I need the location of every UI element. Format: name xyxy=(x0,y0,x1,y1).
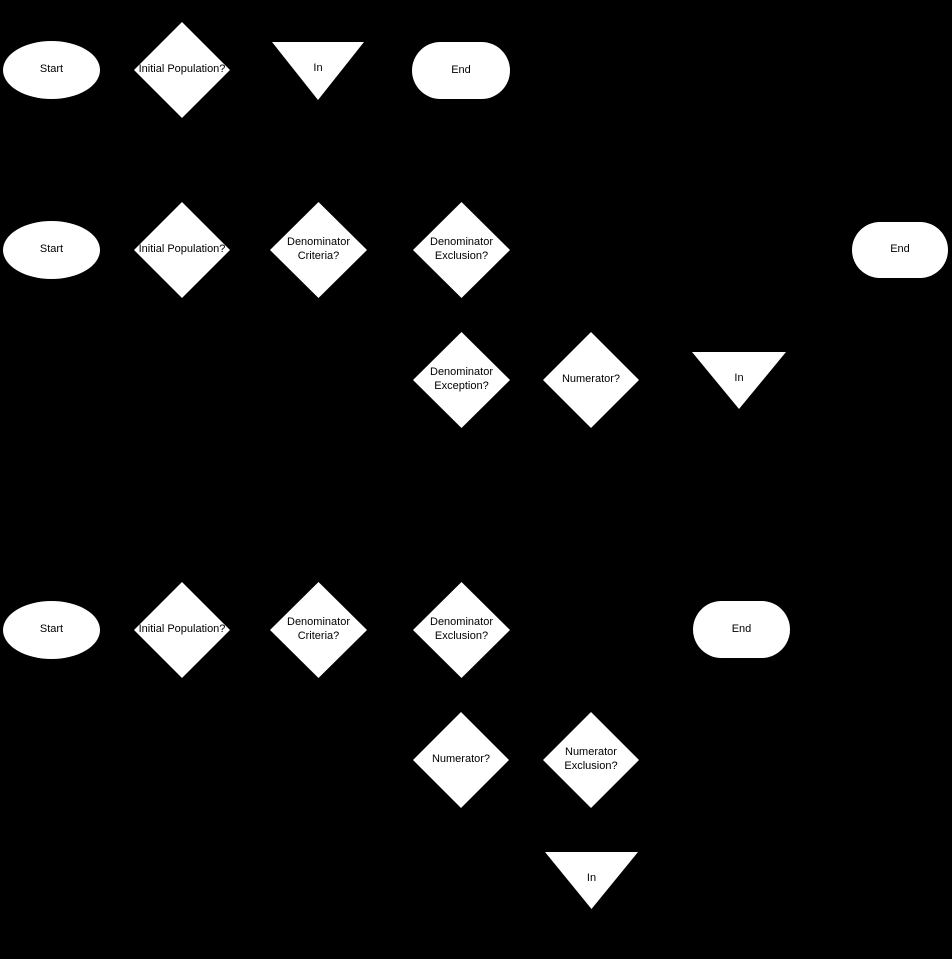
initial-population-decision-label: Initial Population? xyxy=(138,623,226,636)
denominator-criteria-decision-label: Denominator Criteria? xyxy=(287,616,350,642)
flow-3-end-terminal: End xyxy=(693,601,790,658)
flow-3-denominator-criteria-decision: Denominator Criteria? xyxy=(270,582,367,678)
flow-3-numerator-decision: Numerator? xyxy=(413,712,509,808)
flow-3-initial-population-decision: Initial Population? xyxy=(134,582,230,678)
flow-3-denominator-exclusion-decision: Denominator Exclusion? xyxy=(413,582,510,678)
start-terminal-label: Start xyxy=(39,623,64,636)
in-population-triangle-label: In xyxy=(586,871,597,884)
denominator-exclusion-decision-label: Denominator Exclusion? xyxy=(430,616,493,642)
numerator-decision-label: Numerator? xyxy=(431,753,491,766)
flow-3-numerator-exclusion-decision: Numerator Exclusion? xyxy=(543,712,639,808)
numerator-exclusion-decision-label: Numerator Exclusion? xyxy=(564,746,618,772)
end-terminal-label: End xyxy=(731,622,752,635)
flow-3-in-population-triangle: In xyxy=(545,852,638,909)
flow-3-start-terminal: Start xyxy=(3,601,100,659)
